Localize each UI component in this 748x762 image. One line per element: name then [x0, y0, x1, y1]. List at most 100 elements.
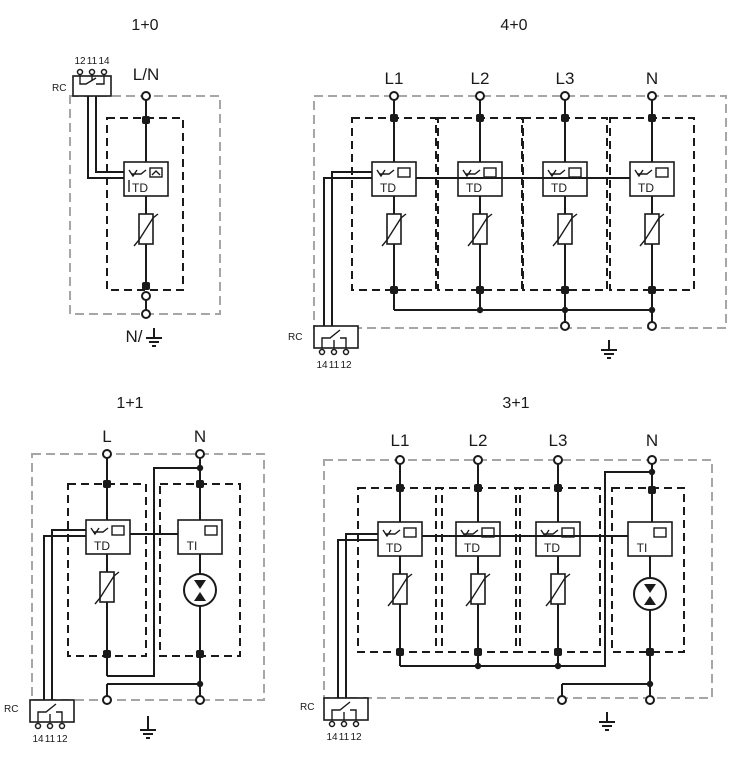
rc-pin: [76, 68, 84, 76]
thermal-indicator-box: [177, 519, 223, 555]
terminal-label: L1: [385, 69, 404, 88]
cross-wire: [107, 467, 200, 677]
connector: [390, 114, 398, 122]
rc-pin-label: 11: [87, 56, 98, 67]
thermal-switch-icon: [382, 529, 401, 538]
ground-icon: [146, 328, 162, 347]
terminal-circle: [647, 91, 657, 101]
status-indicator-icon: [149, 167, 163, 178]
ground-icon: [140, 716, 156, 739]
rc-switch-icon: [37, 703, 63, 722]
connector: [476, 286, 484, 294]
device-label: TD: [466, 181, 482, 195]
rc-pin: [330, 348, 338, 356]
terminal-label: L1: [391, 431, 410, 450]
varistor-slash: [467, 213, 493, 247]
terminal-label: L/N: [133, 65, 159, 84]
rc-wire: [323, 171, 372, 326]
device-label: TD: [551, 181, 567, 195]
diagram-title: 1+0: [131, 17, 158, 34]
device-label: TD: [544, 541, 560, 555]
device-label: TD: [638, 181, 654, 195]
terminal-label: L: [102, 427, 111, 446]
terminal-circle: [195, 695, 205, 705]
rc-pin-label: 14: [98, 56, 110, 67]
terminal-circle: [141, 91, 151, 101]
remote-contact-box: [29, 699, 75, 723]
varistor-slash: [133, 213, 159, 247]
diagram-title: 4+0: [500, 17, 527, 34]
connector: [476, 114, 484, 122]
rc-pin-label: 12: [340, 360, 352, 371]
terminal-label: L2: [471, 69, 490, 88]
terminal-circle: [553, 455, 563, 465]
terminal-label: L2: [469, 431, 488, 450]
connector: [646, 648, 654, 656]
gdt-electrode: [194, 580, 206, 589]
varistor-slash: [639, 213, 665, 247]
connector: [142, 282, 150, 290]
rc-pin: [342, 348, 350, 356]
connector: [196, 480, 204, 488]
thermal-switch-icon: [128, 169, 147, 178]
terminal-label: N: [194, 427, 206, 446]
device-label: TI: [187, 539, 198, 553]
remote-contact-box: [323, 697, 369, 721]
junction: [476, 306, 484, 314]
device-label: TD: [464, 541, 480, 555]
device-label: TD: [386, 541, 402, 555]
terminal-label: L3: [549, 431, 568, 450]
rc-pin: [100, 68, 108, 76]
rc-pin-label: 12: [74, 56, 86, 67]
rc-pin: [328, 720, 336, 728]
rc-pin: [88, 68, 96, 76]
terminal-circle: [395, 455, 405, 465]
terminal-circle: [475, 91, 485, 101]
diagram-1-plus-0: 1+0 L/N TD N/ RC 12 11 14: [52, 17, 221, 347]
status-indicator-icon: [653, 527, 667, 538]
protection-module: [611, 487, 685, 653]
rc-wire: [337, 533, 378, 698]
varistor-slash: [545, 573, 571, 607]
device-label: TD: [132, 181, 148, 195]
diagram-1-plus-1: 1+1 L TD N TI: [4, 395, 265, 745]
terminal-circle: [560, 321, 570, 331]
thermal-switch-icon: [90, 527, 109, 536]
connector: [103, 480, 111, 488]
terminal-circle: [647, 321, 657, 331]
rc-pin-label: 11: [45, 734, 56, 745]
diagram-title: 1+1: [116, 395, 143, 412]
thermal-switch-icon: [547, 169, 566, 178]
gas-discharge-tube-icon: [633, 577, 667, 611]
rc-switch-icon: [331, 701, 357, 720]
gdt-electrode: [194, 592, 206, 601]
ground-label: N/: [126, 327, 143, 346]
junction: [554, 662, 562, 670]
cross-wire: [400, 471, 652, 667]
enclosure-outline: [323, 459, 713, 699]
connector: [554, 484, 562, 492]
remote-contact-box: [313, 325, 359, 349]
terminal-circle: [557, 695, 567, 705]
thermal-switch-icon: [376, 169, 395, 178]
rc-pin-label: 12: [350, 732, 362, 743]
rc-pin-label: 12: [56, 734, 68, 745]
terminal-circle: [560, 91, 570, 101]
terminal-circle: [389, 91, 399, 101]
connector: [554, 648, 562, 656]
diagram-title: 3+1: [502, 395, 529, 412]
rc-label: RC: [288, 332, 302, 343]
rc-pin: [46, 722, 54, 730]
terminal-circle: [102, 695, 112, 705]
gdt-electrode: [644, 596, 656, 605]
connector: [396, 648, 404, 656]
rc-pin: [58, 722, 66, 730]
thermal-indicator-box: [627, 521, 673, 557]
junction: [474, 662, 482, 670]
